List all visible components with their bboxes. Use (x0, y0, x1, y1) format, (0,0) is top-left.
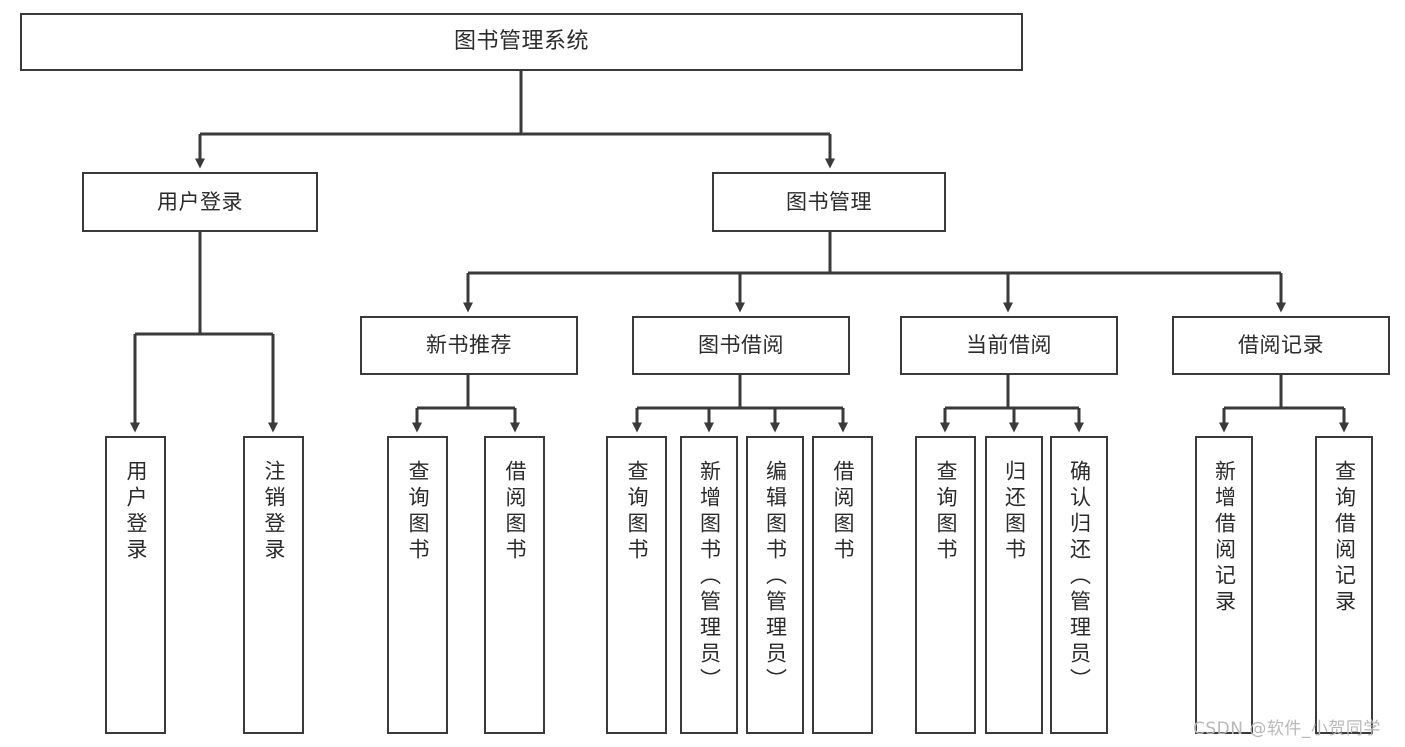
node-leaf-borrow-book[interactable]: 借阅图书 (812, 436, 873, 734)
node-leaf-query-book-recommend[interactable]: 查询图书 (387, 436, 448, 734)
node-new-book-recommend[interactable]: 新书推荐 (360, 316, 578, 375)
node-borrow-record[interactable]: 借阅记录 (1172, 316, 1390, 375)
node-leaf-add-borrow-record[interactable]: 新增借阅记录 (1195, 436, 1253, 734)
node-leaf-query-book-current[interactable]: 查询图书 (915, 436, 976, 734)
node-leaf-add-book-admin[interactable]: 新增图书（管理员） (680, 436, 738, 734)
node-leaf-borrow-book-recommend[interactable]: 借阅图书 (484, 436, 545, 734)
node-leaf-query-borrow-record-label: 查询借阅记录 (1332, 460, 1357, 616)
node-leaf-query-borrow-record[interactable]: 查询借阅记录 (1315, 436, 1373, 734)
node-root[interactable]: 图书管理系统 (20, 13, 1023, 71)
node-book-borrow-label: 图书借阅 (698, 333, 784, 358)
node-leaf-add-borrow-record-label: 新增借阅记录 (1212, 460, 1237, 616)
node-leaf-edit-book-admin-label: 编辑图书（管理员） (763, 460, 788, 694)
node-leaf-query-book-borrow[interactable]: 查询图书 (606, 436, 667, 734)
node-leaf-confirm-return-admin-label: 确认归还（管理员） (1067, 460, 1092, 694)
csdn-watermark: CSDN @软件_小贺同学 (1193, 719, 1381, 739)
node-leaf-confirm-return-admin[interactable]: 确认归还（管理员） (1050, 436, 1108, 734)
node-leaf-query-book-recommend-label: 查询图书 (406, 460, 430, 564)
node-leaf-user-login-label: 用户登录 (124, 460, 148, 564)
node-book-borrow[interactable]: 图书借阅 (632, 316, 850, 375)
node-book-manage-label: 图书管理 (786, 189, 872, 214)
node-leaf-user-login[interactable]: 用户登录 (105, 436, 166, 734)
node-leaf-add-book-admin-label: 新增图书（管理员） (697, 460, 722, 694)
node-leaf-return-book[interactable]: 归还图书 (985, 436, 1043, 734)
node-book-manage[interactable]: 图书管理 (712, 172, 946, 232)
node-root-label: 图书管理系统 (453, 29, 589, 55)
node-leaf-return-book-label: 归还图书 (1002, 460, 1027, 564)
node-current-borrow-label: 当前借阅 (966, 333, 1052, 358)
node-leaf-query-book-borrow-label: 查询图书 (625, 460, 649, 564)
node-leaf-user-logout[interactable]: 注销登录 (243, 436, 304, 734)
node-leaf-query-book-current-label: 查询图书 (934, 460, 958, 564)
node-leaf-borrow-book-recommend-label: 借阅图书 (503, 460, 527, 564)
node-leaf-borrow-book-label: 借阅图书 (831, 460, 855, 564)
node-new-book-recommend-label: 新书推荐 (426, 333, 512, 358)
node-borrow-record-label: 借阅记录 (1238, 333, 1324, 358)
node-leaf-edit-book-admin[interactable]: 编辑图书（管理员） (746, 436, 804, 734)
node-leaf-user-logout-label: 注销登录 (262, 460, 286, 564)
node-user-login[interactable]: 用户登录 (82, 172, 318, 232)
node-current-borrow[interactable]: 当前借阅 (900, 316, 1118, 375)
node-user-login-label: 用户登录 (157, 189, 243, 214)
